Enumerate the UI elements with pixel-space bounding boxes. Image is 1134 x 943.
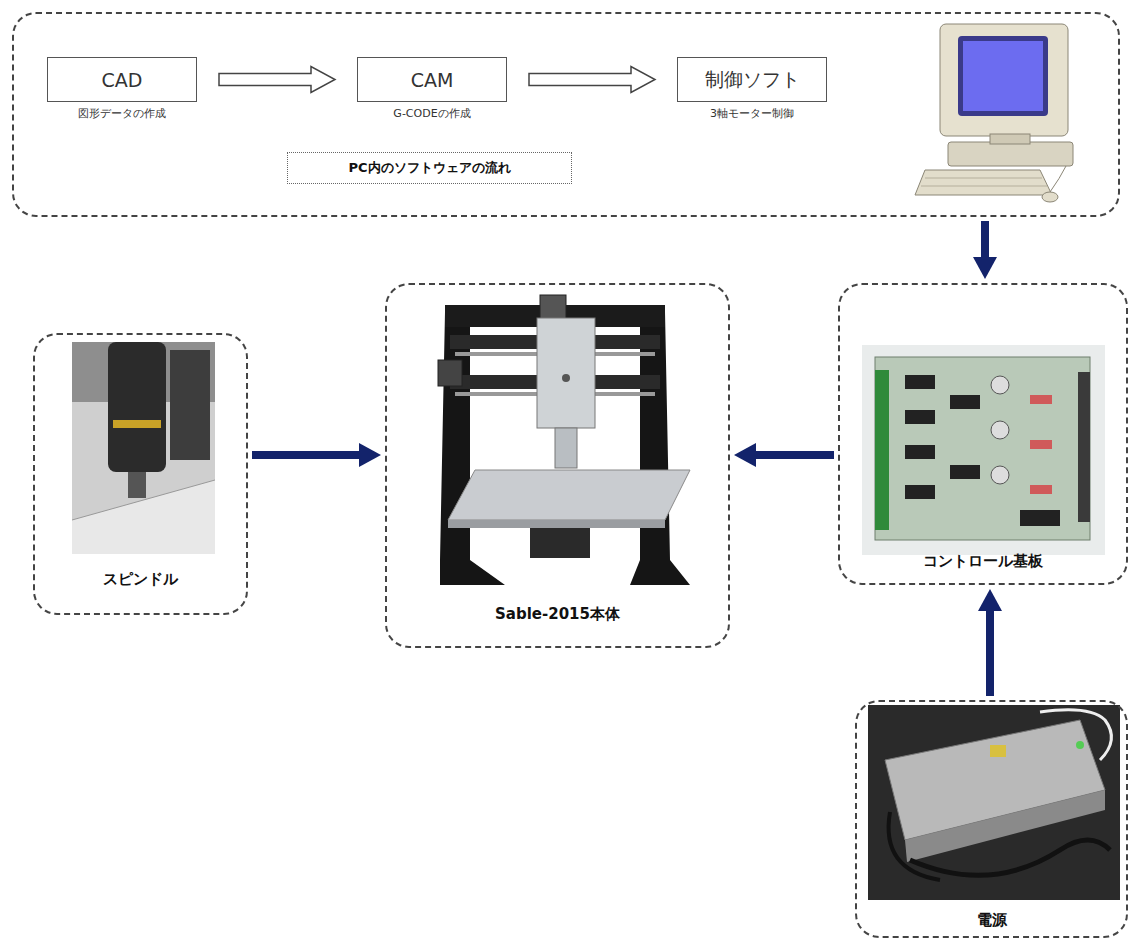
control-board-photo-part xyxy=(1030,395,1052,404)
spindle-photo-part xyxy=(72,480,215,554)
cnc-machine-illustration xyxy=(438,295,690,585)
hollow-arrow xyxy=(219,67,335,93)
computer-illustration-part xyxy=(963,41,1043,111)
power-supply-photo-part xyxy=(1076,741,1084,749)
control-board-photo-part xyxy=(950,465,980,479)
arrow-shaft xyxy=(252,451,359,459)
spindle-photo-part xyxy=(170,350,210,460)
arrow-head xyxy=(734,443,756,467)
flow-note-box: PC内のソフトウェアの流れ xyxy=(287,152,572,184)
computer-illustration-part xyxy=(921,186,1047,187)
power-region: 電源 xyxy=(855,700,1128,938)
hollow-arrow xyxy=(529,67,655,93)
spindle-photo-part xyxy=(72,342,215,554)
control-board-photo-part xyxy=(862,345,1105,555)
region-label: スピンドル xyxy=(97,570,184,589)
control-board-photo-part xyxy=(905,375,935,389)
note-text: PC内のソフトウェアの流れ xyxy=(348,159,510,177)
computer-illustration-part xyxy=(1042,192,1058,202)
connector xyxy=(219,67,335,93)
control-board-photo-part xyxy=(1078,372,1090,522)
box-caption: G-CODEの作成 xyxy=(393,106,470,121)
control-board-photo-part xyxy=(905,410,935,424)
control-board-photo-part xyxy=(991,421,1009,439)
cnc-machine-illustration-part xyxy=(530,528,590,558)
cnc-machine-illustration-part xyxy=(540,295,566,319)
software-box-border: CAM xyxy=(357,57,507,102)
power-supply-photo-part xyxy=(1040,710,1111,760)
spindle-photo-part xyxy=(72,480,215,520)
control-board-photo-part xyxy=(1020,510,1060,526)
control-board-photo-part xyxy=(905,485,935,499)
spindle-region: スピンドル xyxy=(33,333,248,615)
power-supply-photo-part xyxy=(889,812,940,880)
computer-illustration-part xyxy=(948,142,1073,166)
box-title: CAD xyxy=(102,69,143,91)
computer-illustration-part xyxy=(915,170,1052,195)
cnc-machine-illustration-part xyxy=(438,360,462,386)
computer-illustration-part xyxy=(958,36,1048,116)
control-board-photo-part xyxy=(875,357,1090,540)
pc-software-region: CAD 図形データの作成 CAM G-CODEの作成 制御ソフト 3軸モーター制御 PC内の… xyxy=(12,12,1120,217)
region-label: 電源 xyxy=(971,911,1013,930)
cnc-machine-illustration-part xyxy=(537,318,595,428)
spindle-photo xyxy=(72,342,215,554)
connector xyxy=(252,443,381,467)
software-box-border: CAD xyxy=(47,57,197,102)
software-box: CAD 図形データの作成 xyxy=(47,57,197,121)
control-board-photo-part xyxy=(875,370,889,530)
software-box-border: 制御ソフト xyxy=(677,57,827,102)
arrow-head xyxy=(359,443,381,467)
control-board-photo-part xyxy=(1030,440,1052,449)
arrow-head xyxy=(978,589,1002,611)
connector xyxy=(978,589,1002,696)
cnc-machine-illustration-part xyxy=(448,470,690,520)
control-board-photo-part xyxy=(991,376,1009,394)
cnc-machine-illustration-part xyxy=(555,428,577,468)
power-supply-photo-part xyxy=(868,705,1120,900)
power-supply-photo-part xyxy=(910,840,1110,875)
box-caption: 3軸モーター制御 xyxy=(710,106,794,121)
arrow-shaft xyxy=(986,611,994,696)
control-board-photo-part xyxy=(950,395,980,409)
power-supply-photo xyxy=(868,705,1120,900)
arrow-head xyxy=(973,257,997,279)
spindle-photo-part xyxy=(113,420,161,428)
control-board-photo-part xyxy=(991,466,1009,484)
cnc-machine-illustration-part xyxy=(448,520,665,528)
cnc-machine-illustration-part xyxy=(562,374,570,382)
software-box: CAM G-CODEの作成 xyxy=(357,57,507,121)
computer-illustration-part xyxy=(940,24,1068,136)
software-box: 制御ソフト 3軸モーター制御 xyxy=(677,57,827,121)
arrow-shaft xyxy=(981,221,989,257)
arrow-shaft xyxy=(756,451,834,459)
connector xyxy=(529,67,655,93)
box-title: 制御ソフト xyxy=(705,67,800,93)
control-board-region: コントロール基板 xyxy=(838,283,1128,585)
control-board-photo xyxy=(862,345,1105,555)
machine-region: Sable-2015本体 xyxy=(385,283,730,648)
computer-illustration-part xyxy=(990,134,1030,144)
connector xyxy=(973,221,997,279)
control-board-photo-part xyxy=(905,445,935,459)
spindle-photo-part xyxy=(128,472,146,498)
region-label: Sable-2015本体 xyxy=(489,605,626,624)
power-supply-photo-part xyxy=(905,790,1105,862)
connector xyxy=(734,443,834,467)
computer-illustration-part xyxy=(1050,166,1066,192)
computer-illustration-part xyxy=(925,178,1042,179)
control-board-photo-part xyxy=(1030,485,1052,494)
power-supply-photo-part xyxy=(990,745,1006,757)
computer-illustration xyxy=(915,24,1073,202)
box-title: CAM xyxy=(411,69,454,91)
box-caption: 図形データの作成 xyxy=(78,106,166,121)
spindle-photo-part xyxy=(108,342,166,472)
region-label: コントロール基板 xyxy=(917,552,1049,571)
